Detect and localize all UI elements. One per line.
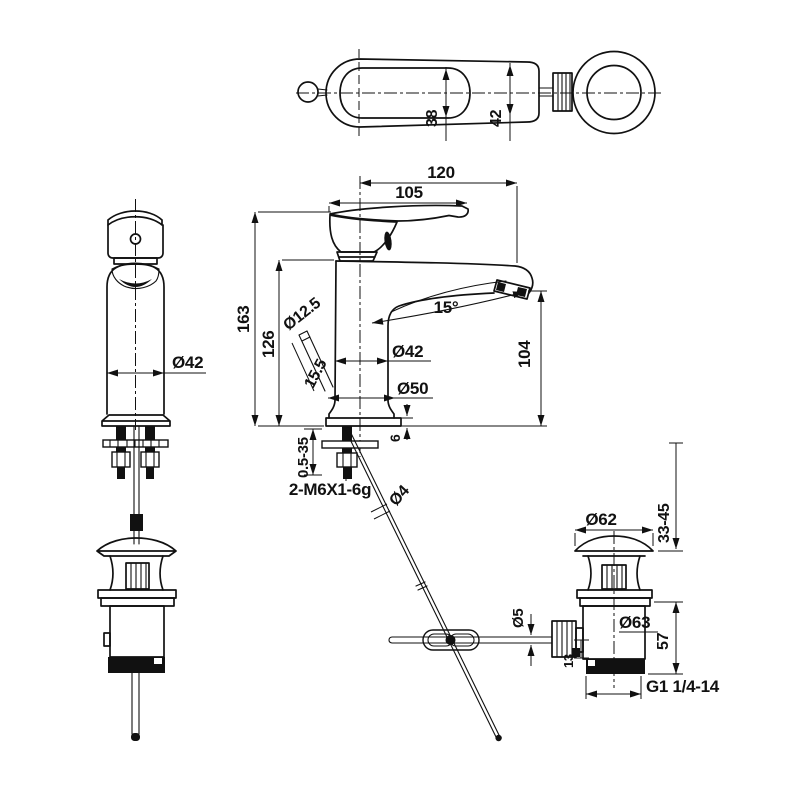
dim-label-dia5: Ø5 [510, 609, 527, 628]
label-stud-thread: 2-M6X1-6g [289, 470, 371, 499]
drain-seal-ring [100, 597, 175, 607]
aerator [493, 279, 531, 300]
pop-up-linkage: Ø5 [344, 426, 553, 742]
dim-flange-diameter: Ø63 [619, 613, 658, 633]
lever-inner-contour [339, 67, 471, 119]
dim-hose-diameter: Ø12.5 [280, 295, 324, 335]
front-view-faucet: Ø42 [101, 199, 206, 545]
dim-label-dia42: Ø42 [392, 342, 423, 361]
drain-seal-ring [579, 597, 651, 607]
mounting-hardware [102, 426, 169, 479]
neck-skirt [336, 251, 378, 262]
base-flange [101, 414, 171, 427]
dim-cap-diameter: Ø62 [574, 510, 654, 546]
dim-deck-clamp-range: 0.5-35 [295, 428, 322, 478]
drain-knurl [601, 564, 627, 590]
inlet-hose [291, 330, 334, 392]
label-tail-thread: G1 1/4-14 [585, 676, 720, 699]
dim-label-dia12-5: Ø12.5 [280, 295, 324, 335]
dim-rod-diameter-5: Ø5 [510, 609, 539, 666]
drain-thread [586, 659, 645, 674]
indicator-dot [129, 233, 142, 245]
dim-label-dia62: Ø62 [585, 510, 616, 529]
drain-body [109, 605, 165, 658]
dim-front-body-diameter: Ø42 [107, 353, 206, 377]
dim-label-15deg: 15° [434, 298, 459, 317]
dim-label-dia50: Ø50 [397, 379, 428, 398]
dim-label-0-5-35: 0.5-35 [295, 437, 312, 478]
coupler-pivot [445, 635, 456, 645]
dim-label-163: 163 [234, 306, 253, 333]
dim-label-g1-thread: G1 1/4-14 [646, 677, 720, 696]
dim-label-33-45: 33-45 [656, 503, 673, 543]
dim-baseplate-thickness: 6 [387, 404, 413, 442]
front-view-drain [96, 537, 177, 741]
side-view-faucet: 120 105 163 126 Ø12.5 15.5 Ø42 [234, 163, 547, 520]
dim-handle-length-105: 105 [328, 183, 467, 212]
dim-spout-height-104: 104 [404, 290, 547, 427]
dim-label-57: 57 [655, 632, 672, 650]
drain-tailpipe-rod [131, 672, 140, 735]
drain-cage [587, 555, 641, 591]
dim-handle-width-38: 38 [424, 67, 450, 141]
drain-cage [109, 555, 164, 591]
dim-label-front-dia42: Ø42 [172, 353, 203, 372]
body-left-edge [328, 260, 337, 419]
drain-cap [574, 535, 654, 557]
dim-label-104: 104 [515, 340, 534, 368]
spout-mouth [119, 279, 152, 287]
dim-label-38: 38 [424, 109, 441, 127]
dim-body-width-42: 42 [488, 63, 514, 141]
rod-coupler [130, 514, 143, 531]
body-inner-circle [586, 64, 642, 121]
drain-cap [96, 537, 177, 557]
body-outline [106, 263, 165, 415]
dim-label-dia4: Ø4 [386, 482, 413, 509]
body-outer-circle [572, 50, 656, 135]
handle-top-lens [107, 210, 163, 226]
dim-label-2-m6x1-6g: 2-M6X1-6g [289, 480, 371, 499]
dim-body-height-57: 57 [648, 601, 683, 675]
spout-top-edge [335, 260, 534, 294]
dim-rod-offset-13: 13 [561, 639, 589, 668]
dim-body-diameter: Ø42 [335, 342, 431, 365]
dim-label-120: 120 [427, 163, 454, 182]
base-plate [325, 417, 402, 427]
side-view-drain: Ø62 33-45 Ø63 57 13 G1 1/4-14 [551, 442, 720, 699]
dim-spout-reach-120: 120 [360, 163, 518, 263]
dim-label-dia63: Ø63 [619, 613, 650, 632]
dim-label-126: 126 [259, 331, 278, 358]
dim-label-13: 13 [561, 654, 576, 668]
dim-label-6: 6 [387, 434, 403, 442]
dim-base-diameter: Ø50 [328, 379, 433, 402]
dim-total-height-163: 163 [234, 211, 331, 427]
dim-spout-angle: 15° [371, 291, 525, 325]
dim-label-105: 105 [395, 183, 422, 202]
handle-ball-end [297, 81, 319, 103]
dim-height-range-33-45: 33-45 [656, 442, 683, 552]
top-view-handle-lever: 38 42 [296, 49, 664, 141]
lever-outer-contour [325, 58, 540, 128]
dim-body-height-126: 126 [259, 259, 334, 426]
drain-thread [108, 657, 165, 673]
dim-label-42: 42 [488, 109, 505, 127]
drain-flange-ring [97, 589, 177, 599]
drain-knurl [125, 562, 150, 590]
